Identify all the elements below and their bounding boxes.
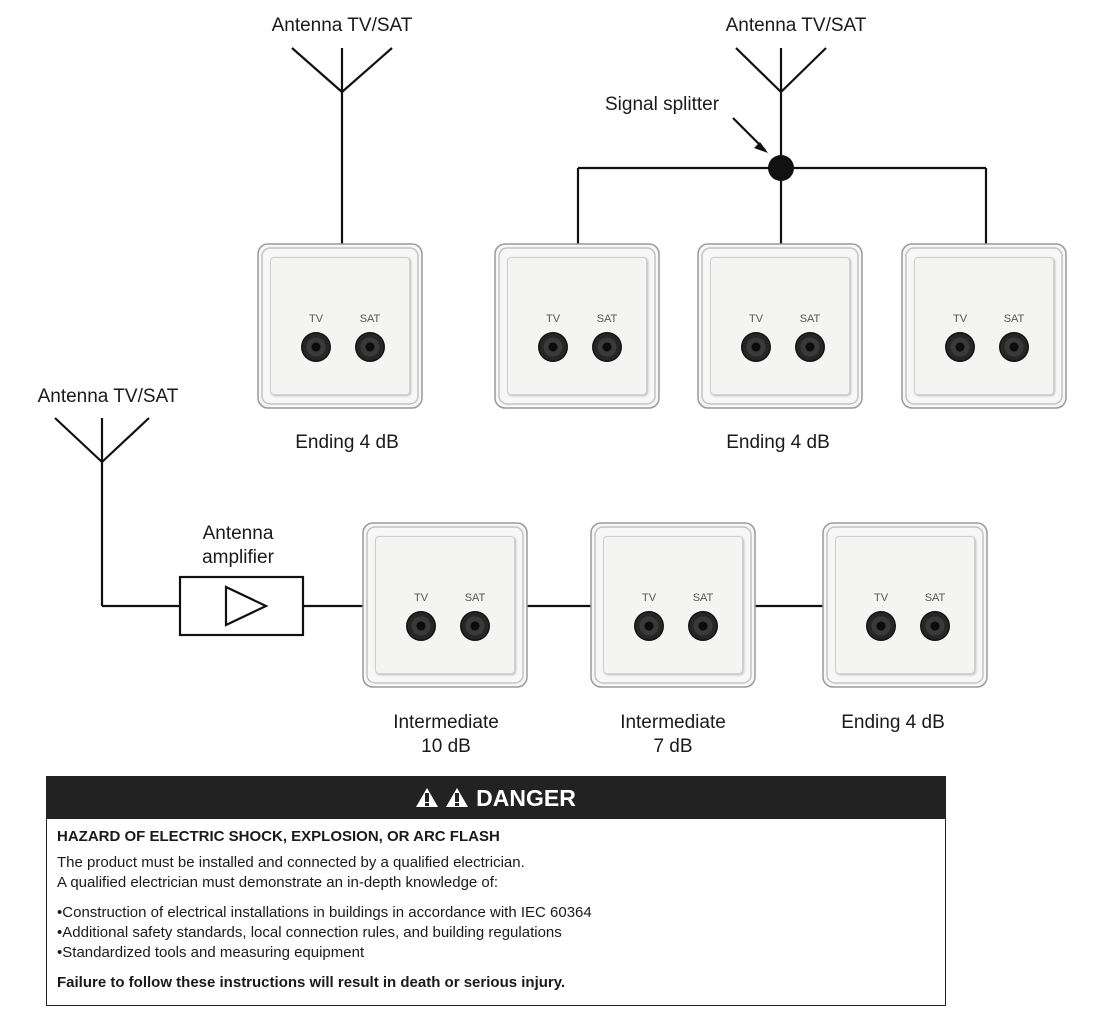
tv-coax-port <box>538 332 568 362</box>
socket-face <box>914 257 1054 395</box>
tv-coax-port <box>634 611 664 641</box>
list-item: Standardized tools and measuring equipme… <box>57 943 935 963</box>
amplifier-icon <box>178 575 305 637</box>
sat-coax-port <box>688 611 718 641</box>
tv-coax-port <box>945 332 975 362</box>
socket-face <box>507 257 647 395</box>
socket-caption: Intermediate 7 dB <box>620 711 726 759</box>
electric-hazard-icon <box>416 787 439 807</box>
sat-port-label: SAT <box>924 592 946 604</box>
sat-port-label: SAT <box>464 592 486 604</box>
sat-port-label: SAT <box>596 313 618 325</box>
tv-port-label: TV <box>952 313 968 325</box>
socket-caption: Ending 4 dB <box>841 712 945 733</box>
wiring-diagram <box>54 47 988 637</box>
socket-module: TV SAT <box>357 517 533 693</box>
sat-coax-port <box>795 332 825 362</box>
tv-port-label: TV <box>308 313 324 325</box>
splitter-label: Signal splitter <box>605 94 720 115</box>
requirements-list: Construction of electrical installations… <box>57 903 935 963</box>
list-item: Additional safety standards, local conne… <box>57 923 935 943</box>
socket-caption: Ending 4 dB <box>295 432 399 453</box>
sat-coax-port <box>592 332 622 362</box>
socket-caption: Intermediate 10 dB <box>393 711 499 759</box>
antenna-icon <box>54 417 180 608</box>
danger-title: DANGER <box>476 784 576 811</box>
danger-footer: Failure to follow these instructions wil… <box>57 974 566 991</box>
antenna-label: Antenna TV/SAT <box>725 15 867 36</box>
antenna-label: Antenna TV/SAT <box>37 386 179 407</box>
sat-port-label: SAT <box>359 313 381 325</box>
danger-text: The product must be installed and connec… <box>57 854 525 871</box>
socket-module: TV SAT <box>896 238 1072 414</box>
tv-coax-port <box>406 611 436 641</box>
socket-caption-line: Intermediate <box>620 712 726 733</box>
socket-module: TV SAT <box>585 517 761 693</box>
tv-port-label: TV <box>748 313 764 325</box>
socket-face <box>835 536 975 674</box>
signal-splitter-node <box>768 155 794 181</box>
socket-module: TV SAT <box>817 517 993 693</box>
hazard-heading: HAZARD OF ELECTRIC SHOCK, EXPLOSION, OR … <box>57 828 500 845</box>
socket-caption-line: 10 dB <box>421 736 471 757</box>
socket-face <box>375 536 515 674</box>
socket-caption-line: Intermediate <box>393 712 499 733</box>
danger-notice: DANGER HAZARD OF ELECTRIC SHOCK, EXPLOSI… <box>46 776 946 1006</box>
sat-port-label: SAT <box>692 592 714 604</box>
antenna-label: Antenna TV/SAT <box>271 15 413 36</box>
amplifier-label-line: amplifier <box>202 547 274 568</box>
socket-face <box>270 257 410 395</box>
tv-port-label: TV <box>545 313 561 325</box>
list-item: Construction of electrical installations… <box>57 903 935 923</box>
socket-face <box>603 536 743 674</box>
socket-caption: Ending 4 dB <box>726 432 830 453</box>
sat-coax-port <box>999 332 1029 362</box>
tv-port-label: TV <box>413 592 429 604</box>
tv-coax-port <box>301 332 331 362</box>
arrowhead-icon <box>754 142 768 153</box>
amplifier-label: Antenna amplifier <box>202 522 274 570</box>
danger-header: DANGER <box>47 777 945 819</box>
amplifier-label-line: Antenna <box>202 523 274 544</box>
tv-coax-port <box>741 332 771 362</box>
antenna-icon <box>291 47 393 258</box>
sat-coax-port <box>920 611 950 641</box>
sat-coax-port <box>460 611 490 641</box>
warning-icon <box>446 787 469 807</box>
socket-module: TV SAT <box>692 238 868 414</box>
tv-coax-port <box>866 611 896 641</box>
socket-caption-line: 7 dB <box>653 736 693 757</box>
socket-face <box>710 257 850 395</box>
tv-port-label: TV <box>641 592 657 604</box>
danger-text: A qualified electrician must demonstrate… <box>57 874 499 891</box>
socket-module: TV SAT <box>252 238 428 414</box>
sat-port-label: SAT <box>799 313 821 325</box>
antenna-icon <box>735 47 827 168</box>
socket-module: TV SAT <box>489 238 665 414</box>
sat-coax-port <box>355 332 385 362</box>
sat-port-label: SAT <box>1003 313 1025 325</box>
tv-port-label: TV <box>873 592 889 604</box>
